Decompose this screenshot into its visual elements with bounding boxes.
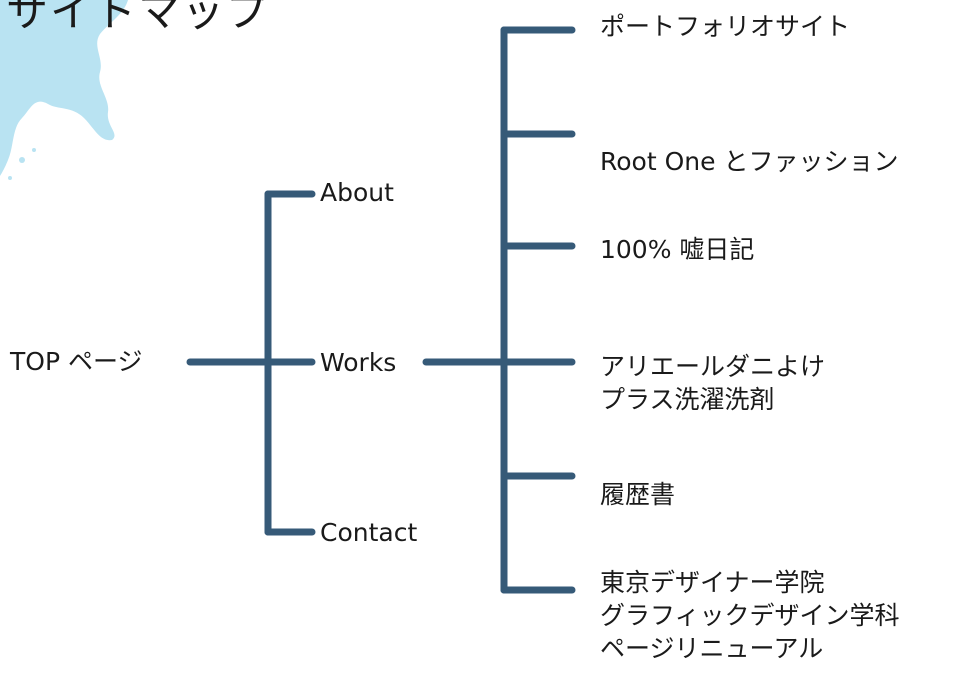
sitemap-work-tokyo-designer-gakuin[interactable]: 東京デザイナー学院 グラフィックデザイン学科 ページリニューアル — [600, 566, 900, 665]
node-label: Contact — [320, 518, 418, 547]
node-label: 100% 嘘日記 — [600, 235, 755, 264]
sitemap-node-contact[interactable]: Contact — [320, 516, 417, 549]
node-label-line-3: ページリニューアル — [600, 634, 824, 663]
node-label: Root One とファッション — [600, 147, 899, 176]
sitemap-node-about[interactable]: About — [320, 176, 394, 209]
node-label: About — [320, 178, 394, 207]
node-label: ポートフォリオサイト — [600, 12, 851, 41]
node-label: 履歴書 — [600, 480, 676, 509]
sitemap-work-ariel-detergent[interactable]: アリエールダニよけ プラス洗濯洗剤 — [600, 350, 825, 416]
node-label-line-1: 東京デザイナー学院 — [600, 568, 825, 597]
sitemap-work-resume[interactable]: 履歴書 — [600, 478, 675, 511]
sitemap-node-top[interactable]: TOP ページ — [10, 345, 142, 378]
node-label: Works — [320, 348, 397, 377]
sitemap-work-portfolio-site[interactable]: ポートフォリオサイト — [600, 10, 850, 43]
sitemap-node-works[interactable]: Works — [320, 346, 396, 379]
node-label-line-2: グラフィックデザイン学科 — [600, 601, 900, 630]
sitemap-work-100-percent-diary[interactable]: 100% 嘘日記 — [600, 233, 754, 266]
node-label: TOP ページ — [10, 347, 143, 376]
node-label-line-1: アリエールダニよけ — [600, 352, 826, 381]
node-label-line-2: プラス洗濯洗剤 — [600, 385, 775, 414]
sitemap-work-root-one-fashion[interactable]: Root One とファッション — [600, 145, 898, 178]
watercolor-splash-decoration — [0, 0, 128, 180]
page-title: サイトマップ — [6, 0, 271, 36]
